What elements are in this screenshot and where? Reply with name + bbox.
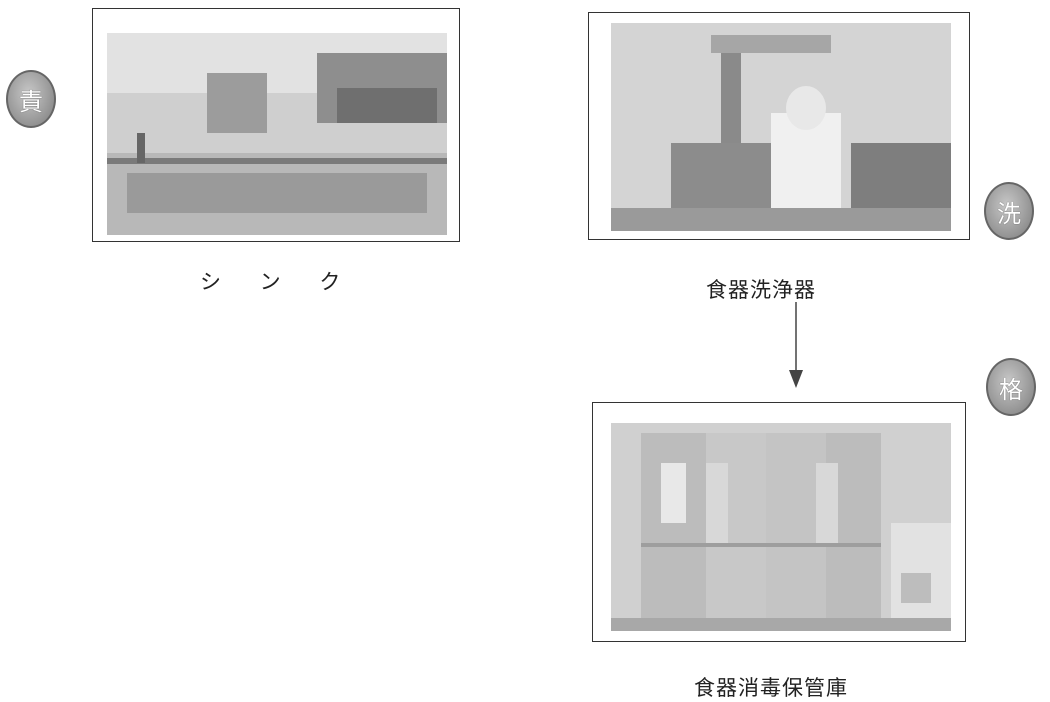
sterilizer-cabinet-photo-frame: [592, 402, 966, 642]
dishwasher-photo-frame: [588, 12, 970, 240]
step-badge-dishwasher: 洗: [984, 182, 1034, 240]
step-badge-sink: 責: [6, 70, 56, 128]
sterilizer-cabinet-caption: 食器消毒保管庫: [694, 676, 848, 700]
down-arrow-icon: [789, 302, 803, 388]
sink-photo-frame: [92, 8, 460, 242]
dishwasher-caption: 食器洗浄器: [706, 278, 816, 302]
sink-photo: [107, 33, 447, 235]
sink-caption: シ ン ク: [200, 270, 357, 294]
step-badge-sterilizer: 格: [986, 358, 1036, 416]
dishwasher-photo: [611, 23, 951, 231]
sterilizer-cabinet-photo: [611, 423, 951, 631]
